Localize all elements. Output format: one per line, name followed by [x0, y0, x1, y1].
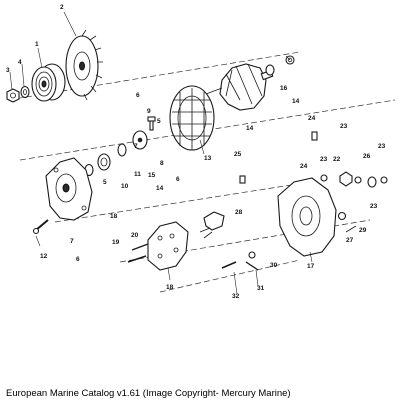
- callout-6: 6: [76, 256, 80, 263]
- bolt-part: [239, 175, 246, 184]
- callout-29: 29: [359, 227, 367, 234]
- callout-23: 23: [320, 156, 328, 163]
- rotor-part: [205, 63, 275, 111]
- callout-15: 15: [148, 172, 156, 179]
- mounting-screw-parts: [221, 251, 259, 271]
- callout-30: 30: [270, 262, 278, 269]
- callout-25: 25: [234, 151, 242, 158]
- spacer-part: [117, 143, 127, 157]
- callout-23: 23: [378, 143, 386, 150]
- callout-labels: 2 1 3 4 6 9 5 16 14 14 13 7 8 15 6 14 5 …: [6, 4, 386, 300]
- callout-10: 10: [121, 183, 129, 190]
- callout-9: 9: [147, 108, 151, 115]
- callout-14: 14: [156, 185, 164, 192]
- alternator-exploded-view: 2 1 3 4 6 9 5 16 14 14 13 7 8 15 6 14 5 …: [6, 4, 396, 300]
- callout-18: 18: [110, 213, 118, 220]
- pulley-part: [31, 63, 66, 102]
- callout-7: 7: [70, 238, 74, 245]
- callout-16: 16: [280, 85, 288, 92]
- callout-23: 23: [370, 203, 378, 210]
- through-bolt-part: [32, 219, 49, 235]
- slip-ring-end-frame-part: [277, 177, 337, 257]
- callout-5: 5: [103, 179, 107, 186]
- callout-1: 1: [35, 41, 39, 48]
- callout-6: 6: [136, 92, 140, 99]
- callout-13: 13: [204, 155, 212, 162]
- callout-5: 5: [157, 118, 161, 125]
- brush-holder-part: [199, 211, 225, 239]
- callout-20: 20: [131, 232, 139, 239]
- fan-part: [65, 29, 103, 101]
- stator-part: [169, 85, 215, 151]
- callout-7: 7: [134, 143, 138, 150]
- drive-end-frame-part: [45, 157, 93, 221]
- screw-part: [147, 116, 156, 131]
- image-caption: European Marine Catalog v1.61 (Image Cop…: [6, 388, 291, 399]
- callout-leader-lines: [9, 11, 313, 295]
- callout-23: 23: [340, 123, 348, 130]
- callout-18: 18: [166, 284, 174, 291]
- exploded-parts-diagram: 2 1 3 4 6 9 5 16 14 14 13 7 8 15 6 14 5 …: [6, 4, 396, 300]
- callout-24: 24: [300, 163, 308, 170]
- callout-27: 27: [346, 237, 354, 244]
- callout-2: 2: [60, 4, 64, 11]
- callout-19: 19: [112, 239, 120, 246]
- rectifier-bridge-part: [127, 221, 189, 271]
- callout-26: 26: [363, 153, 371, 160]
- nut-part: [6, 88, 20, 103]
- callout-8: 8: [160, 160, 164, 167]
- callout-22: 22: [333, 156, 341, 163]
- callout-17: 17: [307, 263, 315, 270]
- callout-6: 6: [176, 176, 180, 183]
- bearing-part: [97, 153, 111, 171]
- callout-14: 14: [292, 98, 300, 105]
- callout-31: 31: [257, 285, 265, 292]
- thrust-washer-part: [132, 130, 148, 150]
- callout-12: 12: [40, 253, 48, 260]
- callout-14: 14: [246, 125, 254, 132]
- lock-washer-part: [20, 85, 30, 99]
- callout-32: 32: [232, 293, 240, 300]
- callout-3: 3: [6, 67, 10, 74]
- terminal-hardware-parts: [311, 131, 388, 233]
- callout-28: 28: [235, 209, 243, 216]
- callout-24: 24: [308, 115, 316, 122]
- callout-4: 4: [18, 59, 22, 66]
- callout-11: 11: [134, 171, 141, 178]
